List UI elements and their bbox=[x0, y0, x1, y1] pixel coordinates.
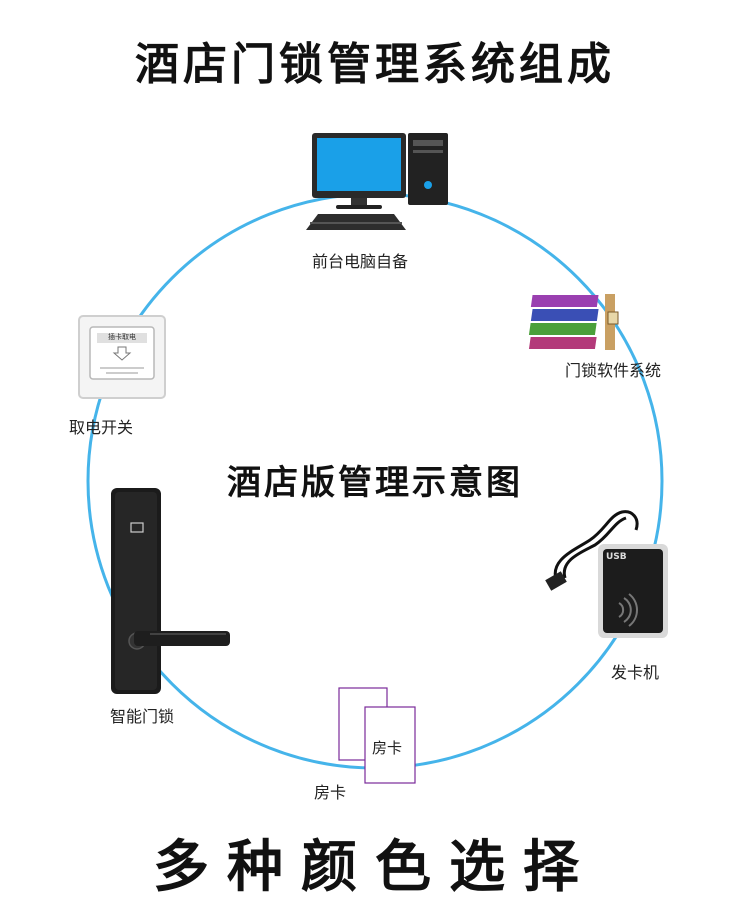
encoder-brand: USB bbox=[606, 552, 627, 562]
lock-label: 智能门锁 bbox=[110, 707, 175, 726]
footer-heading: 多种颜色选择 bbox=[153, 835, 597, 900]
switch-panel-text: 插卡取电 bbox=[108, 333, 136, 341]
switch-label: 取电开关 bbox=[69, 418, 134, 437]
card-label: 房卡 bbox=[314, 783, 347, 802]
encoder-label: 发卡机 bbox=[611, 663, 660, 682]
card-inner-text: 房卡 bbox=[372, 739, 403, 757]
page-title: 酒店门锁管理系统组成 bbox=[135, 39, 615, 90]
pc-icon bbox=[306, 133, 448, 230]
software-label: 门锁软件系统 bbox=[565, 361, 662, 380]
diagram-center-title: 酒店版管理示意图 bbox=[227, 463, 523, 503]
smart-lock-icon bbox=[111, 488, 230, 694]
room-card-icon bbox=[338, 687, 416, 784]
software-icon bbox=[528, 294, 619, 350]
power-switch-icon bbox=[78, 315, 166, 399]
card-encoder-icon bbox=[545, 510, 668, 638]
pc-label: 前台电脑自备 bbox=[312, 252, 409, 271]
